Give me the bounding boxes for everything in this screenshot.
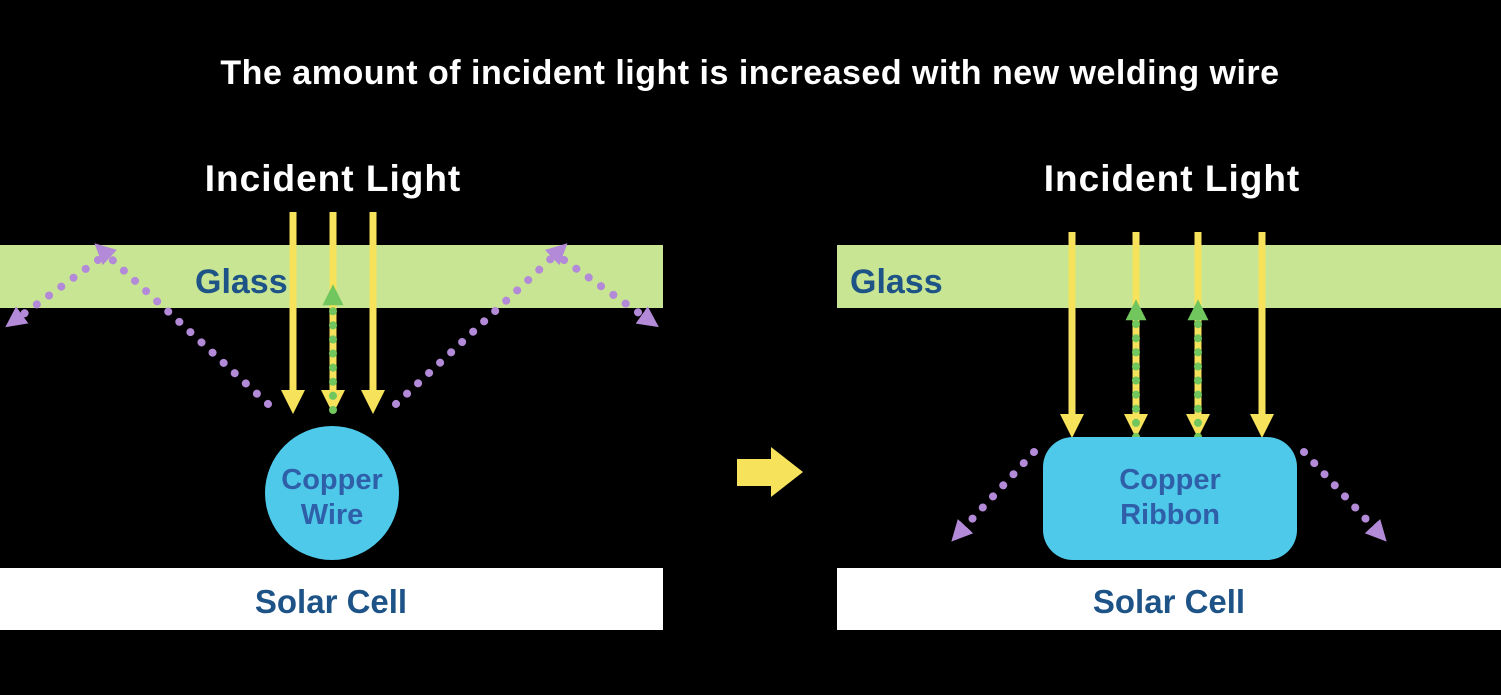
copper-wire-label-line1: Copper bbox=[281, 464, 383, 496]
glass-label-left: Glass bbox=[195, 263, 288, 301]
reflected-ray-left-up-icon bbox=[94, 243, 272, 408]
reflected-ray-left-down-icon bbox=[5, 256, 102, 328]
transition-arrow-icon bbox=[737, 447, 803, 497]
incident-light-label-right: Incident Light bbox=[1044, 158, 1301, 199]
glass-bar-right bbox=[837, 245, 1501, 308]
reflected-ray-left-icon bbox=[951, 448, 1038, 542]
incident-light-label-left: Incident Light bbox=[205, 158, 462, 199]
copper-wire-label-line2: Wire bbox=[301, 499, 364, 531]
solar-cell-bar-left bbox=[0, 568, 663, 630]
copper-ribbon-rect bbox=[1043, 437, 1297, 560]
copper-ribbon-label-line2: Ribbon bbox=[1120, 499, 1220, 531]
right-panel: Incident Light Glass Copper Ribbon Solar… bbox=[837, 158, 1501, 630]
copper-wire-circle bbox=[265, 426, 399, 560]
glass-label-right: Glass bbox=[850, 263, 943, 301]
solar-cell-label-left: Solar Cell bbox=[255, 583, 407, 620]
solar-cell-label-right: Solar Cell bbox=[1093, 583, 1245, 620]
reflected-ray-right-icon bbox=[1300, 448, 1387, 542]
reflected-ray-right-up-icon bbox=[392, 243, 568, 408]
solar-cell-bar-right bbox=[837, 568, 1501, 630]
reflected-ray-right-down-icon bbox=[560, 256, 659, 328]
diagram-title: The amount of incident light is increase… bbox=[220, 54, 1279, 92]
left-panel: Incident Light Glass Copper Wire Solar C… bbox=[0, 158, 663, 630]
copper-ribbon-label-line1: Copper bbox=[1119, 464, 1221, 496]
